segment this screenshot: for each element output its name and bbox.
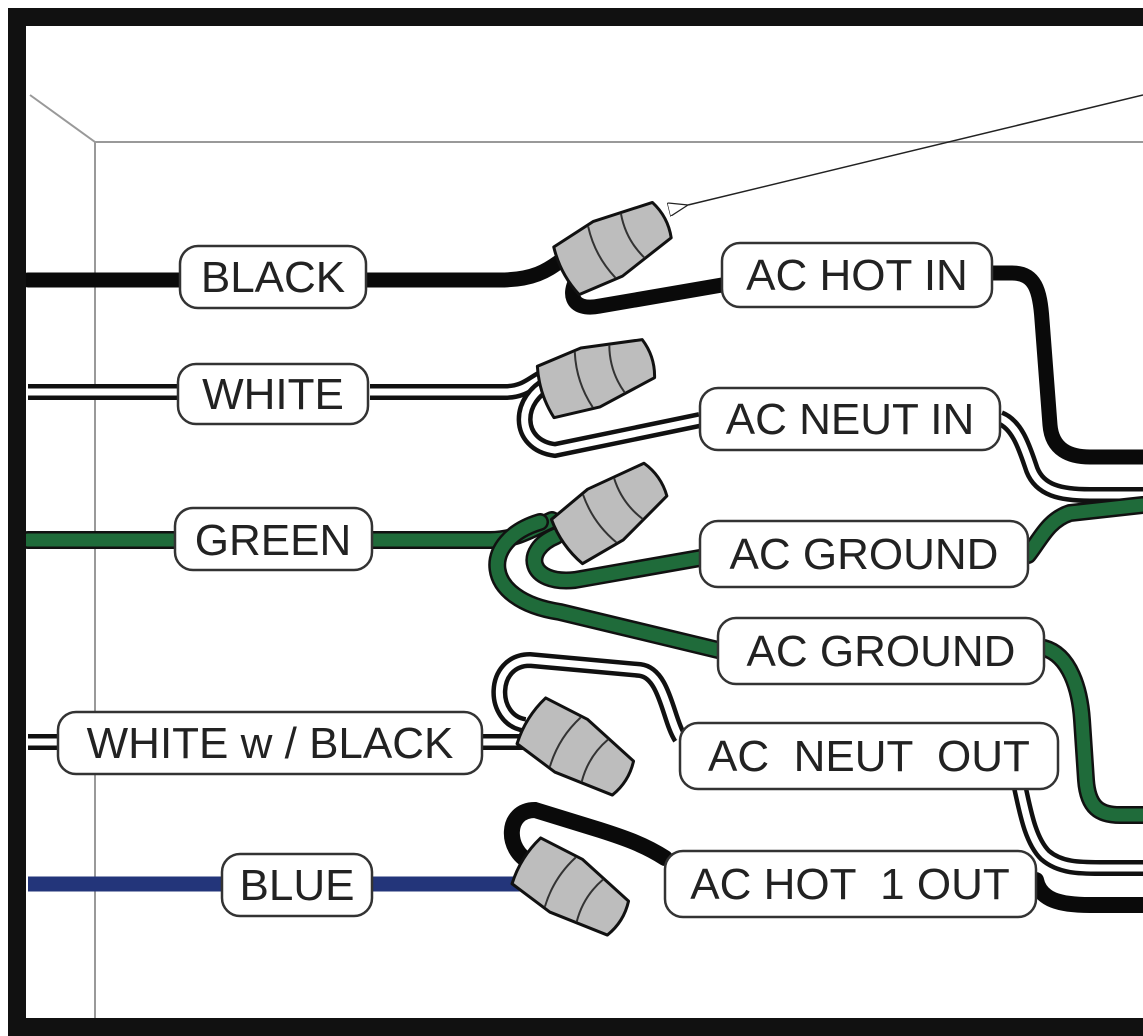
label-ac-neut-out: AC NEUT OUT bbox=[678, 721, 1060, 791]
label-blue-text: BLUE bbox=[240, 861, 355, 910]
wire-nut-icon bbox=[552, 200, 673, 297]
label-ac-ground-1-text: AC GROUND bbox=[730, 530, 999, 579]
label-ac-ground-2-text: AC GROUND bbox=[747, 627, 1016, 676]
label-green: GREEN bbox=[173, 506, 374, 572]
label-ac-ground-2: AC GROUND bbox=[716, 616, 1046, 686]
ac-ground-2-wire bbox=[488, 513, 1143, 824]
arrow-pointer-icon bbox=[688, 94, 1143, 205]
label-ac-neut-out-text: AC NEUT OUT bbox=[708, 732, 1030, 781]
label-ac-neut-in: AC NEUT IN bbox=[698, 386, 1002, 452]
wire-nut-icon bbox=[515, 696, 636, 797]
label-blue: BLUE bbox=[220, 852, 374, 918]
ac-ground-1-wire bbox=[525, 496, 1143, 590]
label-ac-hot-1-out-text: AC HOT 1 OUT bbox=[690, 860, 1009, 909]
label-white-w-black: WHITE w / BLACK bbox=[56, 710, 484, 776]
frame-border bbox=[8, 8, 1143, 1036]
label-ac-neut-in-text: AC NEUT IN bbox=[726, 395, 975, 444]
label-white-text: WHITE bbox=[202, 370, 344, 419]
label-ac-hot-in-text: AC HOT IN bbox=[746, 251, 968, 300]
wire-nut-icon bbox=[510, 836, 631, 937]
ac-hot-1-out-wire bbox=[503, 801, 1143, 913]
label-black-text: BLACK bbox=[201, 253, 345, 302]
label-black: BLACK bbox=[178, 244, 368, 310]
label-ac-ground-1: AC GROUND bbox=[698, 519, 1030, 589]
label-ac-hot-1-out: AC HOT 1 OUT bbox=[663, 849, 1038, 919]
label-green-text: GREEN bbox=[195, 516, 351, 565]
label-ac-hot-in: AC HOT IN bbox=[720, 241, 994, 309]
label-white-w-black-text: WHITE w / BLACK bbox=[87, 719, 454, 768]
label-white: WHITE bbox=[176, 362, 370, 426]
ac-neut-out-wire bbox=[491, 651, 1143, 876]
wire-nut-icon bbox=[535, 338, 657, 420]
wire-nut-icon bbox=[549, 461, 669, 566]
